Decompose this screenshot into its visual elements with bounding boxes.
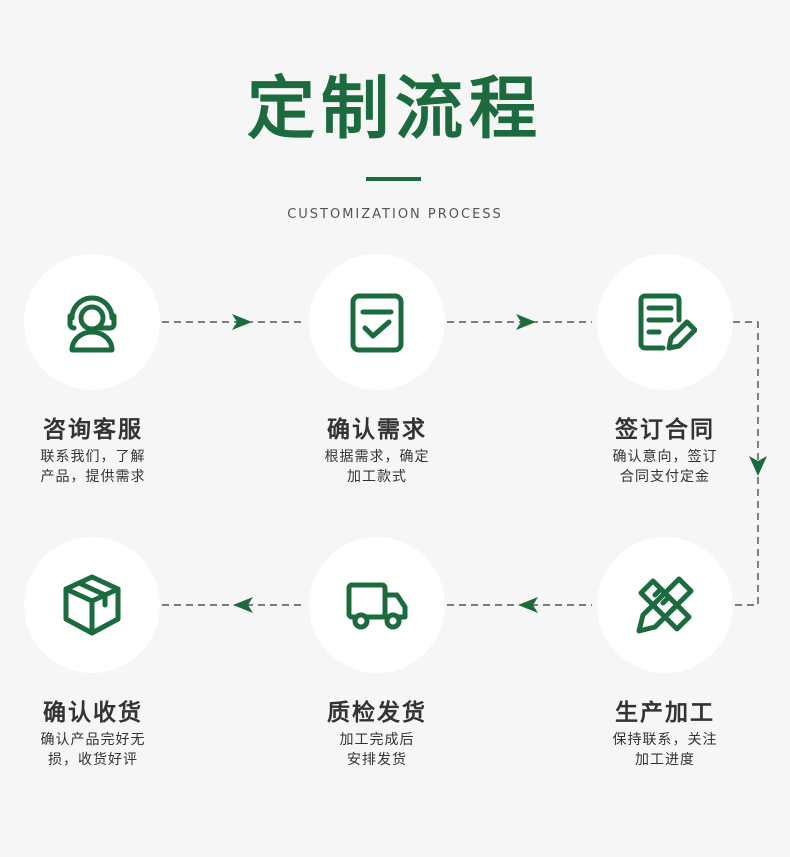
- step-desc-line: 根据需求，确定: [324, 449, 430, 465]
- step-desc-production: 保持联系，关注 加工进度: [570, 730, 760, 770]
- step-desc-line: 产品，提供需求: [40, 469, 146, 485]
- step-desc-line: 损，收货好评: [48, 752, 138, 768]
- page-title: 定制流程: [246, 70, 543, 149]
- step-title-production: 生产加工: [615, 700, 715, 726]
- customer-service-icon: [67, 295, 117, 353]
- page-subtitle: CUSTOMIZATION PROCESS: [287, 207, 503, 222]
- step-circle-production: [597, 537, 733, 673]
- arrow-down-icon: [749, 456, 767, 476]
- arrow-left-icon: [233, 597, 253, 613]
- arrow-right-icon: [232, 314, 252, 330]
- step-desc-line: 确认产品完好无: [40, 732, 146, 748]
- step-title-inspect-ship: 质检发货: [327, 700, 427, 726]
- arrow-right-icon: [516, 314, 536, 330]
- delivery-truck-icon: [346, 582, 408, 630]
- step-circle-sign-contract: [597, 254, 733, 390]
- step-desc-confirm-needs: 根据需求，确定 加工款式: [282, 447, 472, 487]
- step-desc-line: 加工进度: [635, 752, 695, 768]
- step-circle-receive: [24, 537, 160, 673]
- step-desc-line: 加工完成后: [339, 732, 415, 748]
- step-title-confirm-needs: 确认需求: [327, 417, 427, 443]
- step-desc-consult: 联系我们，了解 产品，提供需求: [0, 447, 188, 487]
- step-circle-confirm-needs: [309, 254, 445, 390]
- step-desc-line: 安排发货: [347, 752, 407, 768]
- step-circle-inspect-ship: [309, 537, 445, 673]
- step-desc-line: 确认意向，签订: [612, 449, 718, 465]
- step-desc-receive: 确认产品完好无 损，收货好评: [0, 730, 188, 770]
- step-desc-line: 合同支付定金: [620, 469, 710, 485]
- arrow-left-icon: [518, 597, 538, 613]
- step-desc-line: 加工款式: [347, 469, 407, 485]
- contract-edit-icon: [638, 293, 697, 351]
- step-circle-consult: [24, 254, 160, 390]
- title-underline: [366, 177, 421, 181]
- ruler-pencil-icon: [636, 576, 694, 634]
- checklist-icon: [350, 293, 404, 353]
- step-title-consult: 咨询客服: [43, 417, 143, 443]
- step-desc-inspect-ship: 加工完成后 安排发货: [282, 730, 472, 770]
- connector-3-4: [733, 321, 759, 606]
- step-desc-line: 联系我们，了解: [40, 449, 146, 465]
- step-desc-line: 保持联系，关注: [612, 732, 718, 748]
- step-title-sign-contract: 签订合同: [615, 417, 715, 443]
- package-box-icon: [63, 574, 121, 636]
- step-title-receive: 确认收货: [43, 700, 143, 726]
- step-desc-sign-contract: 确认意向，签订 合同支付定金: [570, 447, 760, 487]
